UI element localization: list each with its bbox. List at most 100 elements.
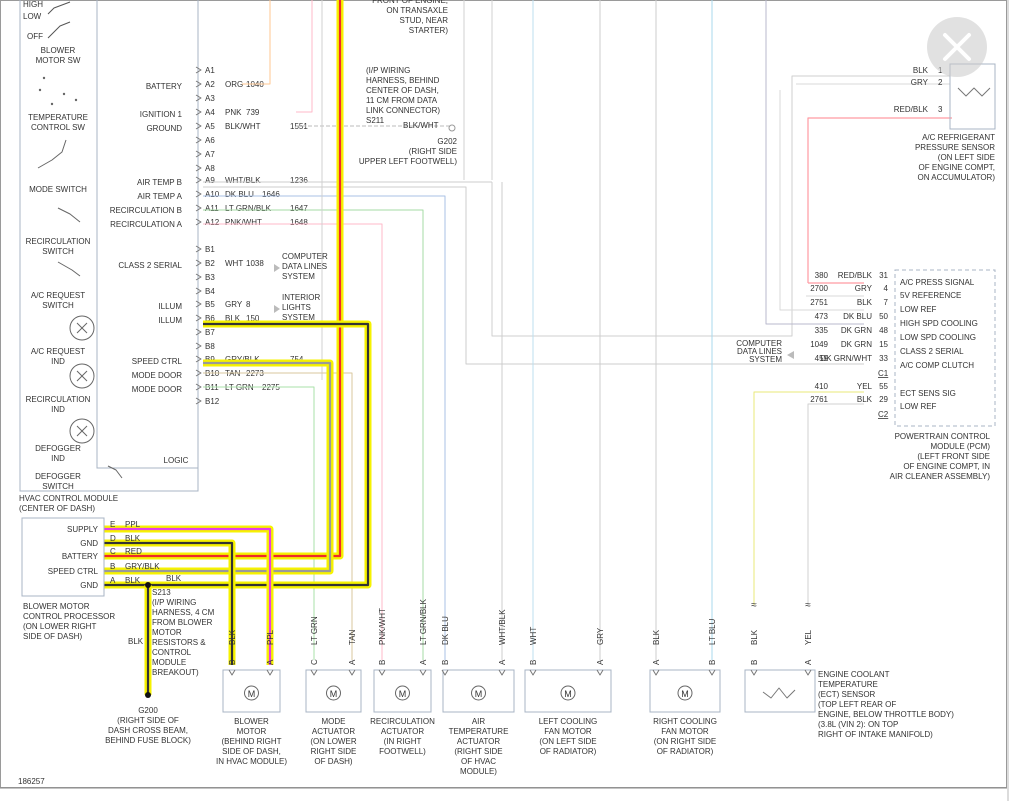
- wire-color-label: WHT/BLK: [225, 176, 261, 185]
- hvac-pin-id: A8: [205, 164, 215, 173]
- pin-chevron: [195, 108, 202, 116]
- ground-location-note: STARTER): [409, 26, 449, 35]
- resistor-icon: [762, 687, 796, 699]
- ip-harness-note: CENTER OF DASH,: [366, 86, 439, 95]
- temp-switch-dot: [74, 98, 78, 102]
- indicator-lamp-icon: [76, 425, 88, 437]
- component-pin: B: [708, 660, 717, 665]
- blower-cp-pin: C: [110, 547, 116, 556]
- circuit-number: 473: [815, 312, 829, 321]
- pin-chevron: [804, 669, 812, 676]
- pcm-pin-function: LOW REF: [900, 305, 937, 314]
- blower-cp-label: BLOWER MOTOR: [23, 602, 90, 611]
- wire-yel-ect: [753, 391, 864, 605]
- wire-color-label: WHT/BLK: [498, 609, 507, 645]
- pin-chevron: [378, 669, 386, 676]
- component-label: TEMPERATURE: [449, 727, 509, 736]
- computer-data-lines-label: DATA LINES: [282, 262, 327, 271]
- pin-chevron: [441, 669, 449, 676]
- resistor-icon: [957, 87, 991, 97]
- wire-lt-grn-mode-door: [203, 386, 315, 660]
- pcm-pin-function: CLASS 2 SERIAL: [900, 347, 964, 356]
- hvac-switch-label: RECIRCULATION: [26, 237, 91, 246]
- pcm-pin: 33: [879, 354, 888, 363]
- computer-data-lines-label: DATA LINES: [737, 347, 782, 356]
- hvac-switch-label: SWITCH: [42, 301, 74, 310]
- hvac-pin-id: A9: [205, 176, 215, 185]
- component-label: OF DASH): [314, 757, 353, 766]
- close-icon: [943, 33, 971, 61]
- pin-chevron: [195, 164, 202, 172]
- component-box: [222, 669, 281, 713]
- wire-class2-serial: [203, 186, 864, 365]
- component-label: OF HVAC: [461, 757, 496, 766]
- wire-blk-illum-gnd: [104, 322, 370, 587]
- wire-gry-blk-speed-ctrl: [104, 361, 332, 573]
- ac-sensor-label: (ON LEFT SIDE: [938, 153, 995, 162]
- pin-chevron: [708, 669, 716, 676]
- s213-label: S213: [152, 588, 171, 597]
- wire-color-label: DK GRN: [841, 326, 872, 335]
- hvac-pin-function: BATTERY: [146, 82, 183, 91]
- wire-pnk-wht-recirc-a: [203, 223, 383, 660]
- hvac-pin-id: A10: [205, 190, 220, 199]
- circuit-number: 410: [815, 382, 829, 391]
- wire-color-label: ORG: [225, 80, 243, 89]
- wire-ppl-supply: [104, 527, 272, 665]
- wire-color-label: PNK: [225, 108, 242, 117]
- hvac-pin-id: B8: [205, 342, 215, 351]
- component-label: IN HVAC MODULE): [216, 757, 287, 766]
- wire-blk-ect-ref: [807, 403, 864, 605]
- ac-sensor-pin: 2: [938, 78, 943, 87]
- wire-color-label: LT GRN/BLK: [419, 598, 428, 645]
- wire-tan-mode-door: [203, 372, 353, 660]
- computer-data-lines-label: COMPUTER: [282, 252, 328, 261]
- indicator-lamp-icon: [76, 322, 88, 334]
- component-pin: A: [652, 659, 661, 665]
- circuit-number: 2700: [810, 284, 828, 293]
- pcm-pin: 55: [879, 382, 888, 391]
- s213-label: RESISTORS &: [152, 638, 206, 647]
- pin-chevron: [195, 287, 202, 295]
- pin-chevron: [195, 136, 202, 144]
- hvac-pin-id: A1: [205, 66, 215, 75]
- pcm-pin: 50: [879, 312, 888, 321]
- hvac-switch-label: DEFOGGER: [35, 444, 81, 453]
- wire-blk-blower-gnd: [104, 541, 234, 665]
- component-label: MODE: [322, 717, 346, 726]
- pin-chevron: [195, 150, 202, 158]
- wire-color-label: GRY: [225, 300, 243, 309]
- connector-c1-label: C1: [878, 369, 889, 378]
- indicator-lamp-icon: [69, 418, 95, 444]
- pcm-box: [894, 269, 996, 427]
- hvac-pin-function: ILLUM: [158, 302, 182, 311]
- arrow-icon: [274, 264, 280, 272]
- pcm-pin: 15: [879, 340, 888, 349]
- ground-location-note: STUD, NEAR: [400, 16, 449, 25]
- connector-c2-label: C2: [878, 410, 889, 419]
- hvac-switch-label: RECIRCULATION: [26, 395, 91, 404]
- circuit-number: 1648: [290, 218, 308, 227]
- wire-color-label: GRY: [855, 284, 873, 293]
- component-label: AIR: [472, 717, 486, 726]
- computer-data-lines-label: SYSTEM: [282, 272, 315, 281]
- wire-color-label: WHT: [529, 627, 538, 645]
- wire-color-label: DK BLU: [843, 312, 872, 321]
- pin-chevron: [195, 342, 202, 350]
- temp-switch-dot: [50, 102, 54, 106]
- pcm-pin-function: HIGH SPD COOLING: [900, 319, 978, 328]
- pin-chevron: [228, 669, 236, 676]
- pin-chevron: [529, 669, 537, 676]
- s213-label: HARNESS, 4 CM: [152, 608, 215, 617]
- indicator-lamp-icon: [76, 370, 88, 382]
- ac-sensor-label: PRESSURE SENSOR: [915, 143, 995, 152]
- arrow-icon: [787, 351, 794, 359]
- close-button[interactable]: [927, 17, 987, 77]
- wire-pnk-ignition: [296, 0, 313, 113]
- g200-label: DASH CROSS BEAM,: [108, 726, 188, 735]
- hvac-pin-id: B4: [205, 287, 215, 296]
- hvac-pin-id: B12: [205, 397, 220, 406]
- pcm-label: (LEFT FRONT SIDE: [917, 452, 990, 461]
- hvac-pin-id: A4: [205, 108, 215, 117]
